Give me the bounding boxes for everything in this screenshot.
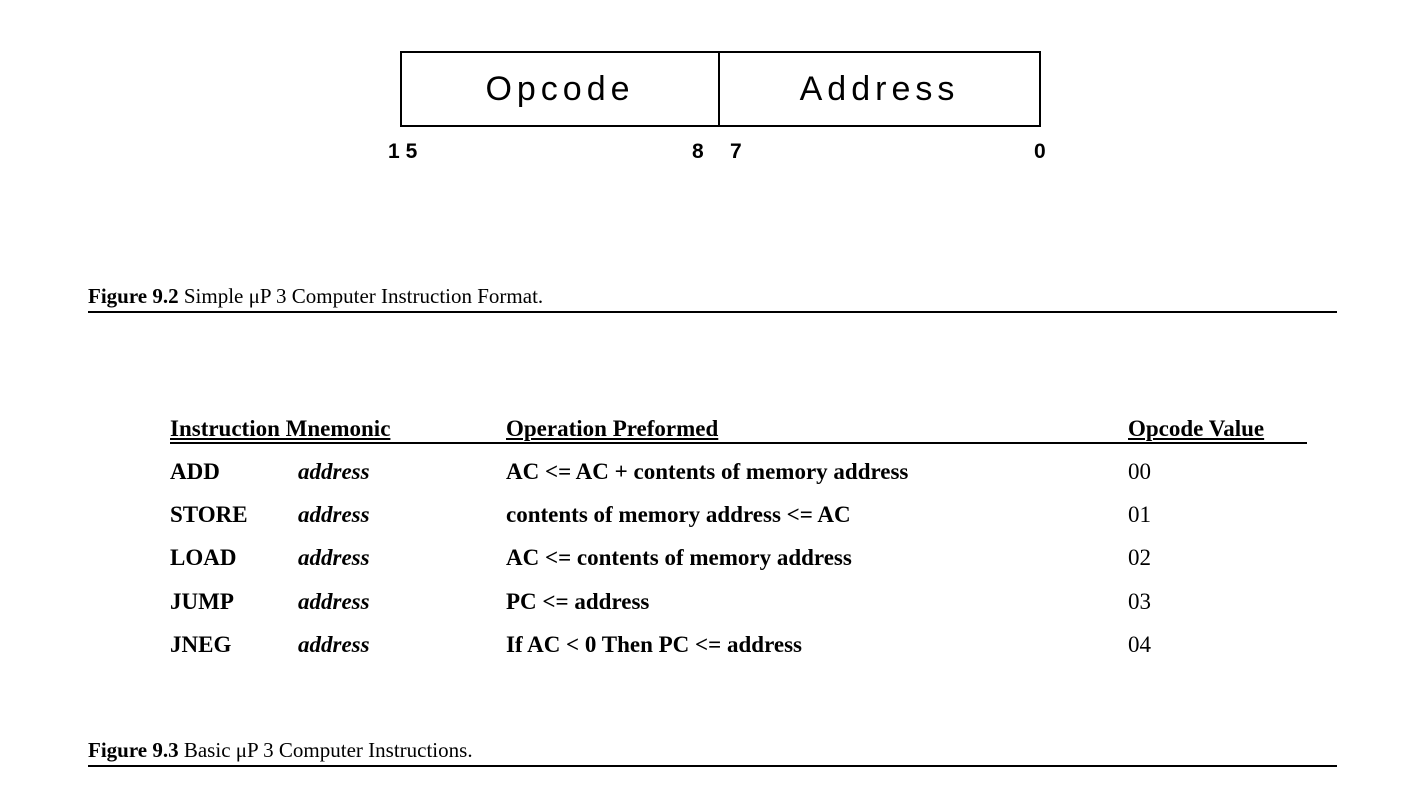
mnemonic-cell: ADD	[170, 459, 220, 484]
bit-label-7: 7	[730, 140, 748, 163]
operation-cell: AC <= AC + contents of memory address	[506, 459, 909, 484]
caption-text: Simple μP 3 Computer Instruction Format.	[178, 284, 544, 308]
figure-9-2-caption: Figure 9.2 Simple μP 3 Computer Instruct…	[88, 283, 1337, 313]
opcode-cell: 00	[1128, 459, 1151, 484]
header-opcode: Opcode Value	[1128, 416, 1265, 441]
mnemonic-cell: JUMP	[170, 589, 234, 614]
argument-cell: address	[298, 459, 370, 484]
mnemonic-cell: LOAD	[170, 545, 237, 570]
mnemonic-cell: JNEG	[170, 632, 232, 657]
operation-cell: If AC < 0 Then PC <= address	[506, 632, 802, 657]
table-row: ADD address AC <= AC + contents of memor…	[0, 457, 1424, 487]
opcode-cell: 03	[1128, 589, 1151, 614]
operation-cell: PC <= address	[506, 589, 650, 614]
table-row: JNEG address If AC < 0 Then PC <= addres…	[0, 630, 1424, 660]
opcode-field: Opcode	[402, 53, 720, 125]
bit-label-8: 8	[692, 140, 710, 163]
caption-text: Basic μP 3 Computer Instructions.	[178, 738, 473, 762]
argument-cell: address	[298, 502, 370, 527]
argument-cell: address	[298, 545, 370, 570]
operation-cell: AC <= contents of memory address	[506, 545, 852, 570]
mnemonic-cell: STORE	[170, 502, 248, 527]
caption-label: Figure 9.2	[88, 284, 179, 308]
argument-cell: address	[298, 632, 370, 657]
caption-label: Figure 9.3	[88, 738, 179, 762]
figure-9-3-caption: Figure 9.3 Basic μP 3 Computer Instructi…	[88, 737, 1337, 767]
table-row: JUMP address PC <= address 03	[0, 587, 1424, 617]
opcode-cell: 02	[1128, 545, 1151, 570]
bit-label-0: 0	[1034, 140, 1052, 163]
header-operation: Operation Preformed	[506, 416, 719, 441]
header-mnemonic: Instruction Mnemonic	[170, 416, 391, 441]
opcode-cell: 04	[1128, 632, 1151, 657]
argument-cell: address	[298, 589, 370, 614]
address-field: Address	[799, 69, 960, 108]
table-row: STORE address contents of memory address…	[0, 500, 1424, 530]
bit-label-15: 15	[388, 140, 424, 163]
table-row: LOAD address AC <= contents of memory ad…	[0, 543, 1424, 573]
instruction-table-header: Instruction Mnemonic Operation Preformed…	[170, 415, 1307, 444]
instruction-format-diagram: Opcode Address	[400, 51, 1041, 127]
operation-cell: contents of memory address <= AC	[506, 502, 851, 527]
opcode-cell: 01	[1128, 502, 1151, 527]
